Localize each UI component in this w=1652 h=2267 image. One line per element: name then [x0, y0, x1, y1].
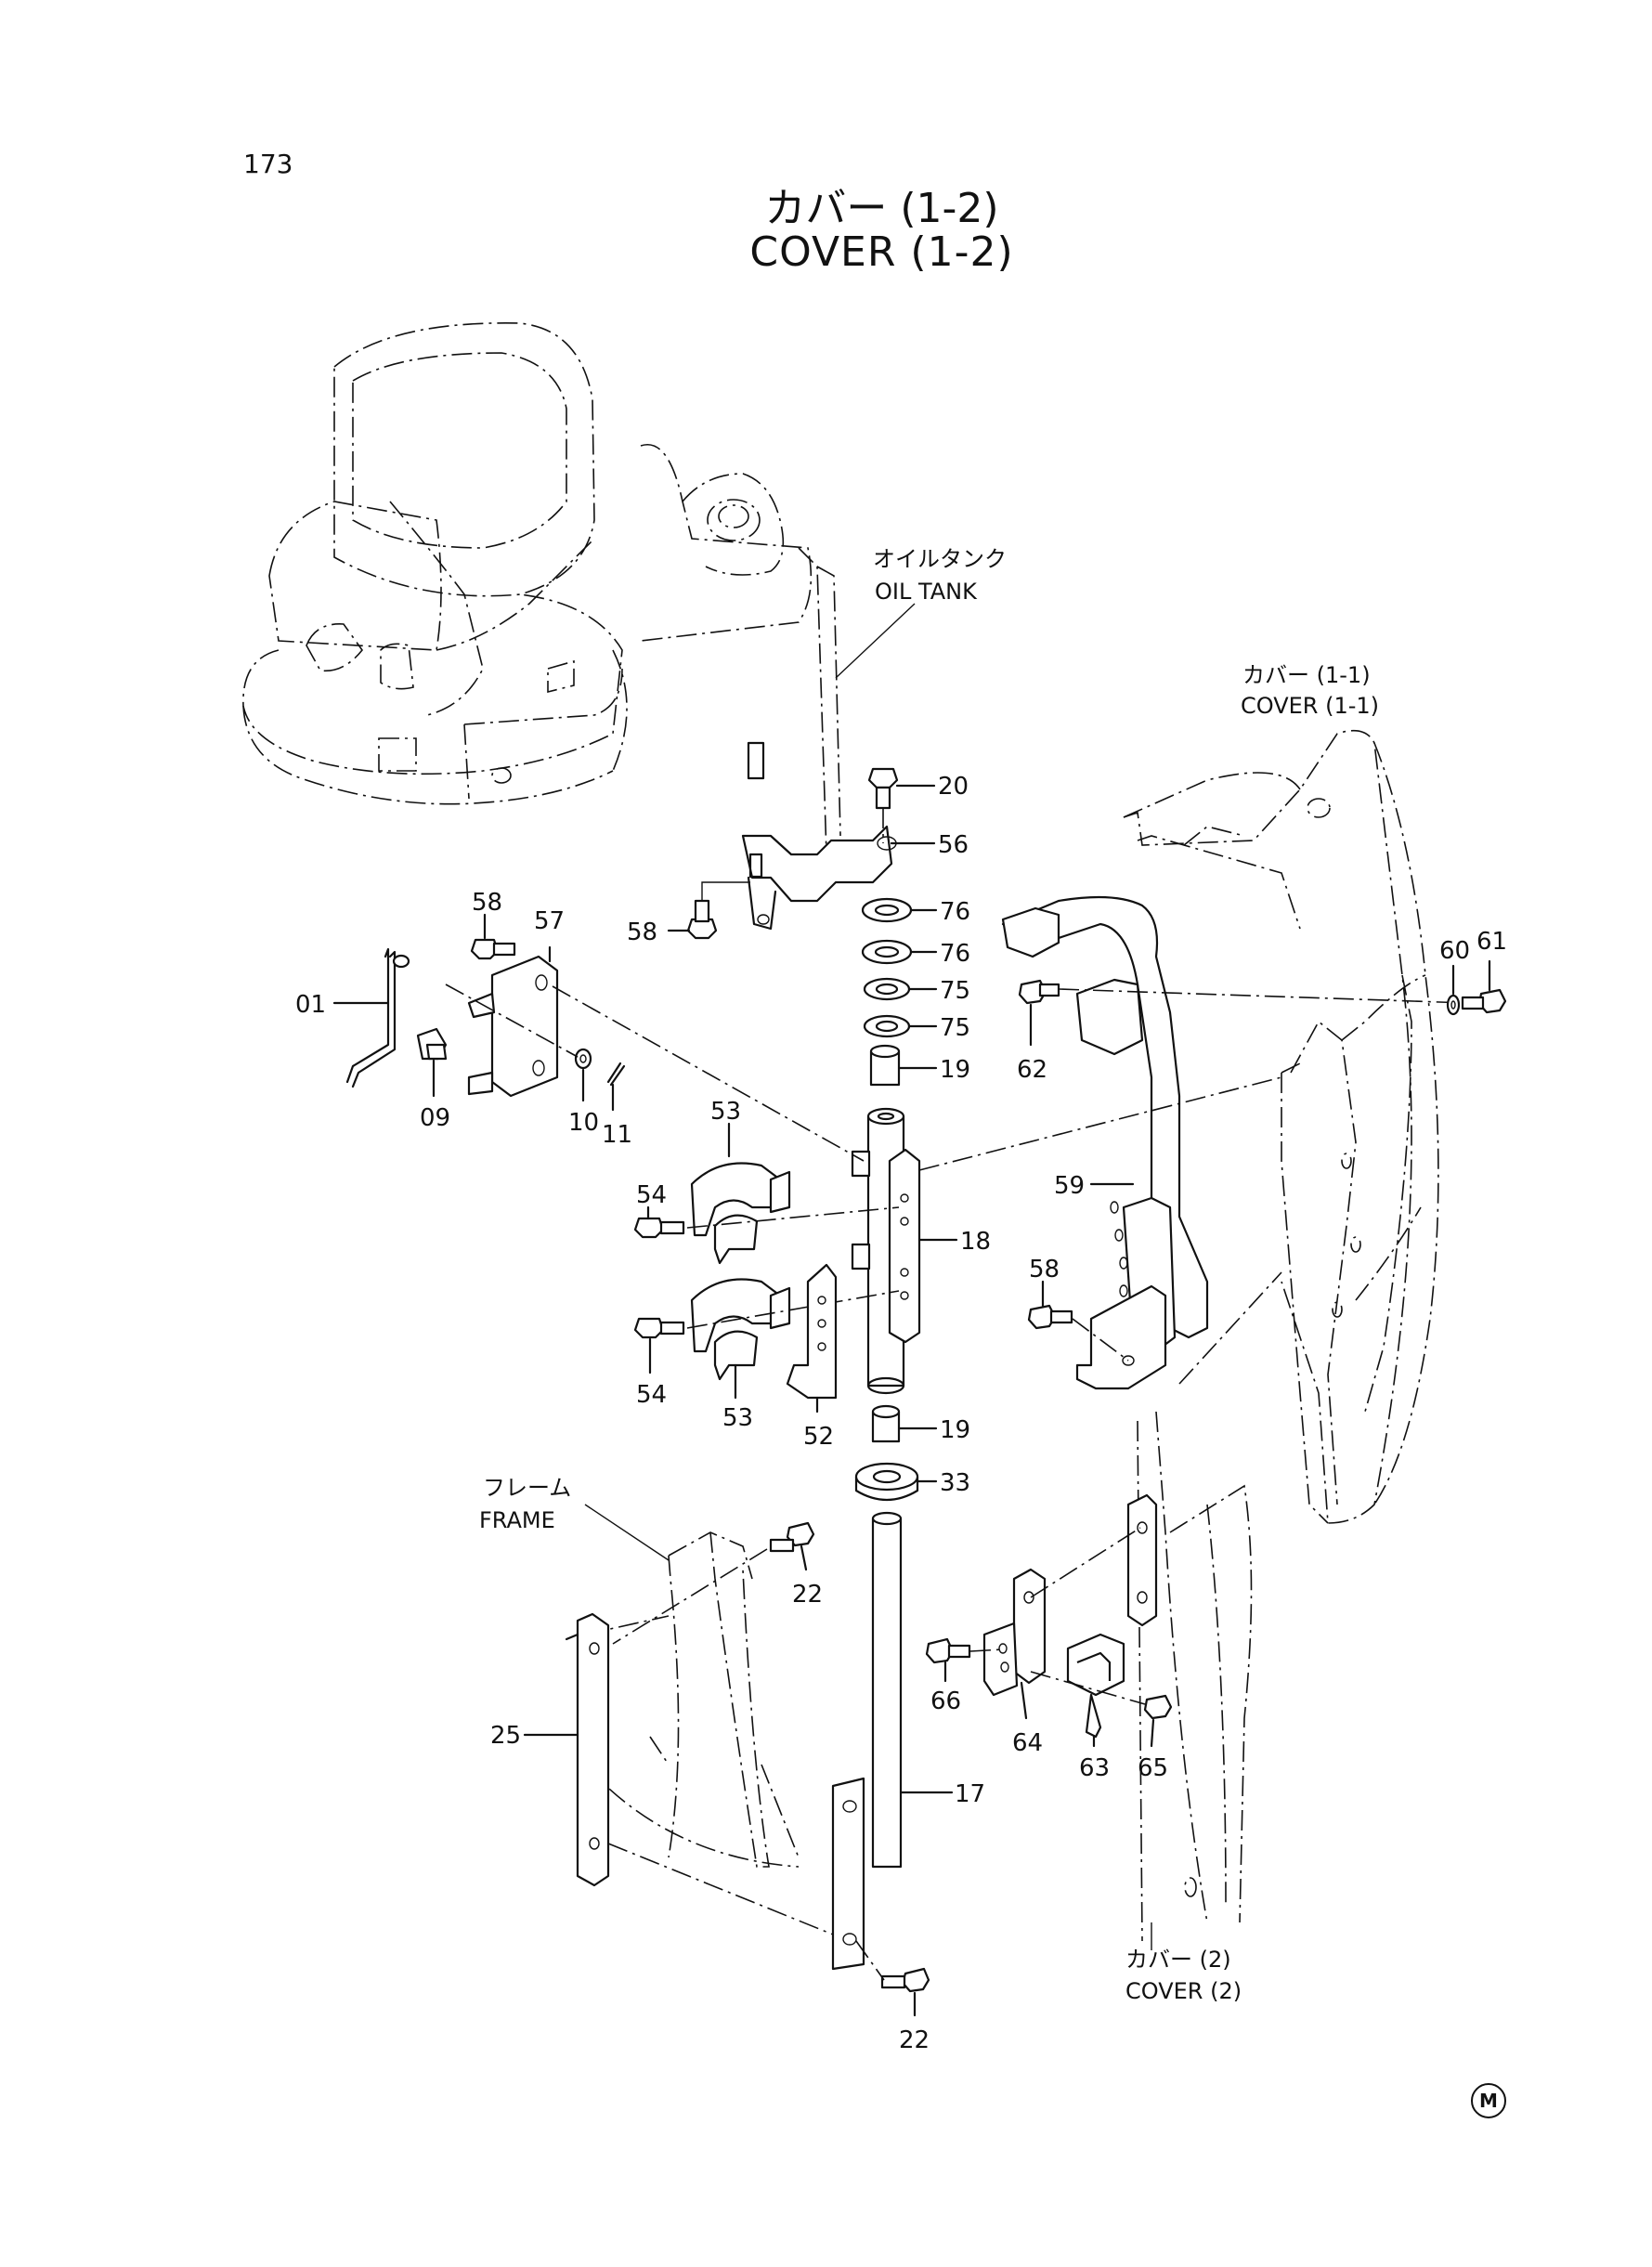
part-bracket-plate-upper — [1030, 1493, 1158, 1627]
callout-52: 52 — [803, 1423, 834, 1451]
part-54b-bolt — [633, 1290, 900, 1375]
part-75b-washer — [863, 1014, 938, 1038]
callout-22-upper: 22 — [792, 1581, 823, 1609]
part-17-lower-plate — [831, 1777, 865, 1971]
page-number: 173 — [243, 149, 293, 179]
part-22b-bolt — [855, 1940, 930, 2017]
callout-22-lower: 22 — [899, 2026, 930, 2054]
callout-25: 25 — [490, 1722, 521, 1750]
part-58b-bolt — [470, 913, 516, 960]
callout-59: 59 — [1054, 1172, 1085, 1200]
callout-33: 33 — [940, 1469, 970, 1497]
part-59-handle — [1001, 895, 1209, 1390]
callout-62: 62 — [1017, 1056, 1047, 1084]
part-53a-clamp — [690, 1122, 791, 1265]
cover-1-1-caption-ja: カバー (1-1) — [1242, 662, 1371, 688]
cover-2-caption-en: COVER (2) — [1125, 1978, 1242, 2004]
callout-63: 63 — [1079, 1754, 1110, 1782]
part-62-bolt — [1018, 979, 1060, 1047]
part-09-clip — [416, 1027, 448, 1098]
callout-11: 11 — [602, 1121, 632, 1149]
frame-caption-en: FRAME — [479, 1507, 555, 1533]
callout-18: 18 — [960, 1228, 991, 1256]
oil-tank-caption-en: OIL TANK — [875, 579, 978, 605]
callout-56: 56 — [938, 831, 969, 859]
title-japanese: カバー (1-2) — [764, 185, 999, 232]
callout-61: 61 — [1476, 928, 1507, 956]
part-18-post — [851, 1107, 958, 1395]
part-63-block — [1030, 1633, 1146, 1748]
callout-58-left: 58 — [472, 889, 502, 917]
callout-76-upper: 76 — [940, 898, 970, 926]
part-64-bracket — [969, 1568, 1047, 1720]
callout-54-upper: 54 — [636, 1181, 667, 1209]
callout-75-upper: 75 — [940, 977, 970, 1005]
part-57-plate — [467, 945, 559, 1098]
callout-58-top: 58 — [627, 919, 657, 946]
part-65-bolt — [1143, 1694, 1173, 1748]
part-33-collar — [854, 1462, 938, 1501]
callout-53-lower: 53 — [722, 1404, 753, 1432]
part-60-washer — [1446, 964, 1461, 1016]
part-58c-bolt — [1027, 1280, 1129, 1362]
cover-1-1-caption-en: COVER (1-1) — [1241, 693, 1379, 719]
callout-19-upper: 19 — [940, 1056, 970, 1084]
part-75a-washer — [863, 977, 938, 1001]
callout-17: 17 — [955, 1780, 985, 1808]
part-53b-clamp — [690, 1278, 791, 1400]
manufacturer-mark: M — [1471, 2083, 1506, 2118]
title-english: COVER (1-2) — [749, 228, 1014, 276]
part-22a-bolt — [612, 1521, 815, 1645]
callout-64: 64 — [1012, 1729, 1043, 1757]
excavator-overview — [242, 322, 916, 865]
callout-76-lower: 76 — [940, 940, 970, 968]
callout-01: 01 — [295, 991, 326, 1019]
part-20-bolt — [867, 767, 936, 810]
callout-10: 10 — [568, 1109, 599, 1137]
part-10-washer — [574, 1048, 592, 1102]
part-61-bolt — [1461, 959, 1507, 1014]
part-58a-bolt — [667, 881, 750, 940]
callout-19-lower: 19 — [940, 1416, 970, 1444]
part-66-bolt — [925, 1637, 971, 1683]
part-01-rod — [332, 947, 410, 1088]
part-76b-washer — [861, 939, 938, 965]
callout-75-lower: 75 — [940, 1014, 970, 1042]
callout-09: 09 — [420, 1104, 450, 1132]
part-56-bracket — [741, 741, 897, 931]
cover-1-1-panel — [1123, 729, 1439, 1524]
callout-20: 20 — [938, 773, 969, 801]
part-19b-bushing — [871, 1404, 938, 1443]
frame-structure — [584, 1504, 800, 1868]
part-76a-washer — [861, 897, 938, 923]
callout-58-right: 58 — [1029, 1256, 1060, 1283]
part-11-pin — [606, 1062, 626, 1112]
part-17-pipe — [871, 1511, 954, 1869]
oil-tank-caption-ja: オイルタンク — [873, 546, 1007, 572]
part-54a-bolt — [633, 1205, 900, 1239]
callout-65: 65 — [1138, 1754, 1168, 1782]
frame-caption-ja: フレーム — [483, 1475, 571, 1501]
callout-53-upper: 53 — [710, 1098, 741, 1126]
callout-66: 66 — [930, 1687, 961, 1715]
callout-57: 57 — [534, 907, 565, 935]
cover-2-caption-ja: カバー (2) — [1125, 1947, 1231, 1973]
callout-54-lower: 54 — [636, 1381, 667, 1409]
part-25-plate — [523, 1612, 610, 1887]
part-52-plate — [786, 1263, 838, 1414]
cover-2-panel — [1137, 1411, 1253, 1950]
part-19a-bushing — [869, 1044, 938, 1087]
callout-60: 60 — [1439, 937, 1470, 965]
